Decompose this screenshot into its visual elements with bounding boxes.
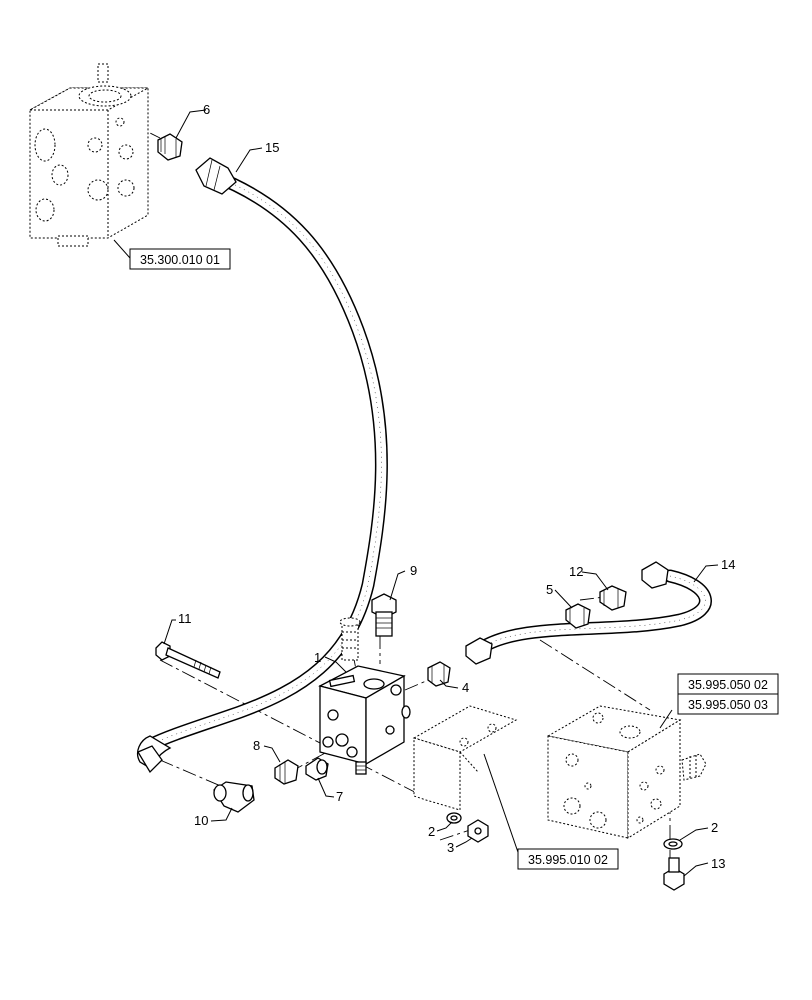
callout-1: 1 [314, 650, 321, 665]
ref-manifold-a-label: 35.995.050 02 [688, 678, 768, 692]
mounting-bracket [412, 705, 518, 811]
washer-2-left [446, 812, 462, 824]
callout-11: 11 [178, 611, 192, 626]
callout-10: 10 [194, 813, 208, 828]
fitting-7 [305, 757, 329, 781]
callout-14: 14 [721, 557, 735, 572]
ref-manifold-b-label: 35.995.050 03 [688, 698, 768, 712]
callout-12: 12 [569, 564, 583, 579]
fitting-9 [371, 593, 397, 637]
callout-9: 9 [410, 563, 417, 578]
ref-box-main-valve: 35.300.010 01 [129, 248, 231, 270]
cartridge-valve [339, 617, 361, 661]
callout-6: 6 [203, 102, 210, 117]
callout-2-right: 2 [711, 820, 718, 835]
ref-box-bracket: 35.995.010 02 [517, 848, 619, 870]
elbow-fitting-10 [213, 781, 255, 813]
callout-7: 7 [336, 789, 343, 804]
bolt-13 [663, 857, 685, 891]
callout-8: 8 [253, 738, 260, 753]
hose-15 [136, 157, 388, 774]
callout-3: 3 [447, 840, 454, 855]
nut-3 [467, 819, 489, 843]
fitting-6 [157, 133, 183, 161]
callout-5: 5 [546, 582, 553, 597]
washer-2-right [663, 838, 683, 850]
ref-bracket-label: 35.995.010 02 [528, 853, 608, 867]
manifold-block [546, 705, 707, 839]
fitting-12 [599, 585, 627, 611]
callout-2-left: 2 [428, 824, 435, 839]
bolt-11 [155, 641, 221, 679]
fitting-5 [565, 603, 591, 629]
ref-main-valve-label: 35.300.010 01 [140, 253, 220, 267]
hose-14 [465, 561, 712, 665]
callout-15: 15 [265, 140, 279, 155]
callout-13: 13 [711, 856, 725, 871]
main-control-valve [29, 63, 149, 247]
ref-box-manifold: 35.995.050 02 35.995.050 03 [677, 673, 779, 715]
callout-numbers: 6 15 11 1 9 4 5 12 14 8 7 10 2 3 2 13 [178, 102, 735, 871]
valve-block-1 [318, 665, 411, 775]
callout-4: 4 [462, 680, 469, 695]
fitting-4 [427, 661, 451, 687]
leader-lines [113, 109, 719, 877]
fitting-8 [274, 759, 299, 785]
